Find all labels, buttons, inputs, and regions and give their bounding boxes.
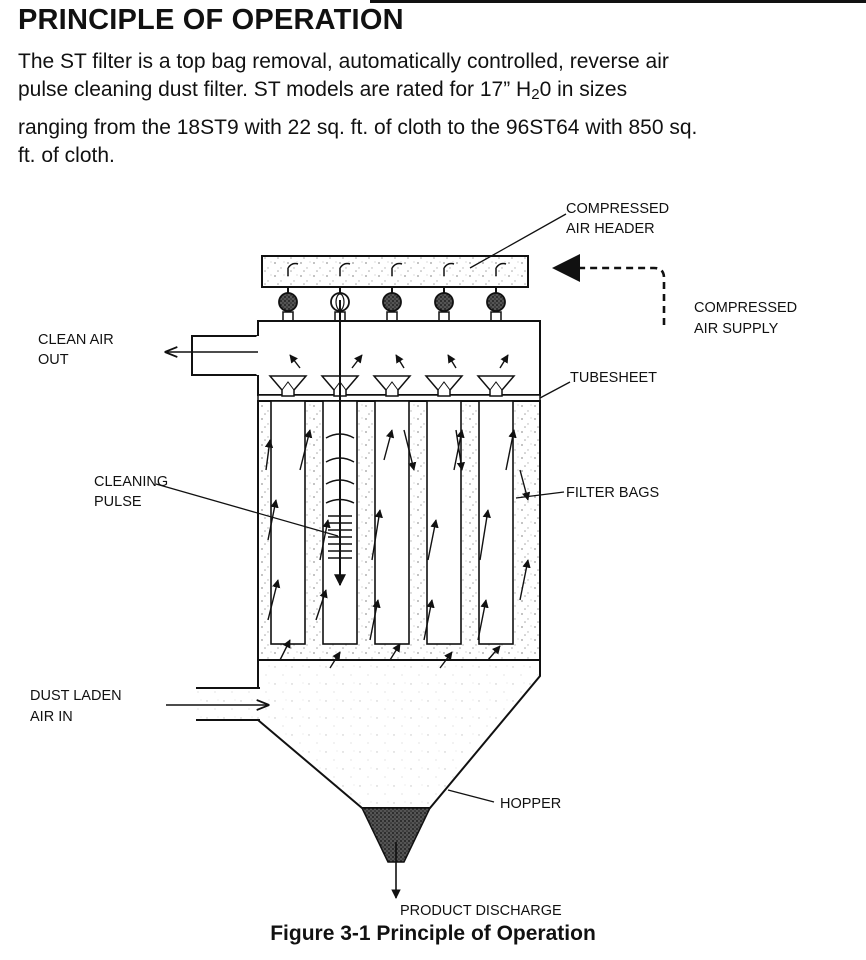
- flow-arrow: [389, 643, 401, 661]
- filter-diagram: COMPRESSED AIR HEADER COMPRESSED AIR SUP…: [30, 201, 797, 919]
- flow-arrow: [479, 509, 491, 561]
- diaphragm-valve: [382, 292, 402, 312]
- flow-arrow: [279, 639, 291, 661]
- venturi-throat: [489, 381, 503, 391]
- flow-arrow: [519, 469, 531, 501]
- label-filter-bags: FILTER BAGS: [566, 485, 659, 501]
- leader-hopper: [447, 789, 495, 803]
- header-nozzle: [391, 262, 403, 276]
- air-supply-line: [552, 254, 666, 325]
- flow-arrow: [369, 599, 381, 641]
- venturi-throat: [437, 381, 451, 391]
- label-clean-air-out-1: CLEAN AIR: [38, 332, 114, 348]
- header-nozzle: [339, 262, 351, 276]
- header-nozzle: [495, 262, 507, 276]
- label-compressed-air-header-2: AIR HEADER: [566, 221, 655, 237]
- flow-arrow: [383, 429, 395, 461]
- venturi-row: [268, 375, 516, 397]
- venturi-throat: [281, 381, 295, 391]
- header-nozzle: [443, 262, 455, 276]
- flow-arrow: [315, 589, 328, 621]
- intro-line-1: The ST filter is a top bag removal, auto…: [18, 50, 669, 73]
- hopper: [196, 659, 541, 863]
- flow-arrow: [267, 499, 279, 541]
- label-dust-laden-air-in-1: DUST LADEN: [30, 688, 122, 704]
- diaphragm-valve: [434, 292, 454, 312]
- flow-arrow: [423, 599, 435, 641]
- label-hopper: HOPPER: [500, 796, 561, 812]
- flow-arrow: [403, 429, 417, 471]
- flow-arrow: [487, 645, 501, 661]
- leader-filter-bags: [515, 491, 565, 499]
- subscript-2: 2: [531, 86, 540, 103]
- label-cleaning-pulse-2: PULSE: [94, 494, 142, 510]
- flow-arrow: [447, 354, 457, 369]
- flow-arrow: [453, 429, 465, 471]
- air-header: [261, 255, 529, 288]
- intro-line-2-b: 0 in sizes: [539, 78, 628, 101]
- flow-arrow: [477, 599, 489, 641]
- label-compressed-air-supply-1: COMPRESSED: [694, 300, 797, 316]
- diaphragm-valve: [278, 292, 298, 312]
- flow-arrow: [505, 429, 517, 471]
- filter-bag: [374, 400, 410, 645]
- flow-arrow: [427, 519, 439, 561]
- top-rule: [370, 0, 866, 3]
- header-nozzle: [287, 262, 299, 276]
- intro-line-4: ft. of cloth.: [18, 144, 115, 167]
- diaphragm-valve: [486, 292, 506, 312]
- flow-arrow: [395, 354, 405, 369]
- filter-bag: [426, 400, 462, 645]
- flow-arrow: [267, 579, 281, 621]
- air-flow-arrows: [264, 354, 531, 669]
- flow-arrow: [371, 509, 383, 561]
- flow-arrow: [351, 354, 363, 369]
- flow-arrow: [499, 354, 509, 369]
- flow-arrow: [264, 439, 274, 471]
- venturi-throat: [385, 381, 399, 391]
- leader-cleaning-pulse: [155, 483, 339, 537]
- label-clean-air-out-2: OUT: [38, 352, 69, 368]
- flow-arrow: [319, 519, 331, 561]
- intro-line-3: ranging from the 18ST9 with 22 sq. ft. o…: [18, 116, 698, 139]
- label-compressed-air-supply-2: AIR SUPPLY: [694, 321, 779, 337]
- figure-caption: Figure 3-1 Principle of Operation: [270, 922, 596, 945]
- filter-bag: [270, 400, 306, 645]
- intro-line-2: pulse cleaning dust filter. ST models ar…: [18, 76, 848, 109]
- flow-arrow: [289, 354, 301, 369]
- intro-paragraph: The ST filter is a top bag removal, auto…: [18, 48, 848, 170]
- flow-arrow: [299, 429, 313, 471]
- leader-air-header: [469, 213, 567, 269]
- label-dust-laden-air-in-2: AIR IN: [30, 709, 73, 725]
- intro-line-2-a: pulse cleaning dust filter. ST models ar…: [18, 78, 532, 101]
- flow-arrow: [519, 559, 531, 601]
- label-cleaning-pulse-1: CLEANING: [94, 474, 168, 490]
- label-product-discharge: PRODUCT DISCHARGE: [400, 903, 562, 919]
- flow-arrow: [455, 429, 466, 471]
- leader-tubesheet: [539, 381, 571, 399]
- section-title: PRINCIPLE OF OPERATION: [18, 4, 404, 36]
- label-compressed-air-header-1: COMPRESSED: [566, 201, 669, 217]
- label-tubesheet: TUBESHEET: [570, 370, 657, 386]
